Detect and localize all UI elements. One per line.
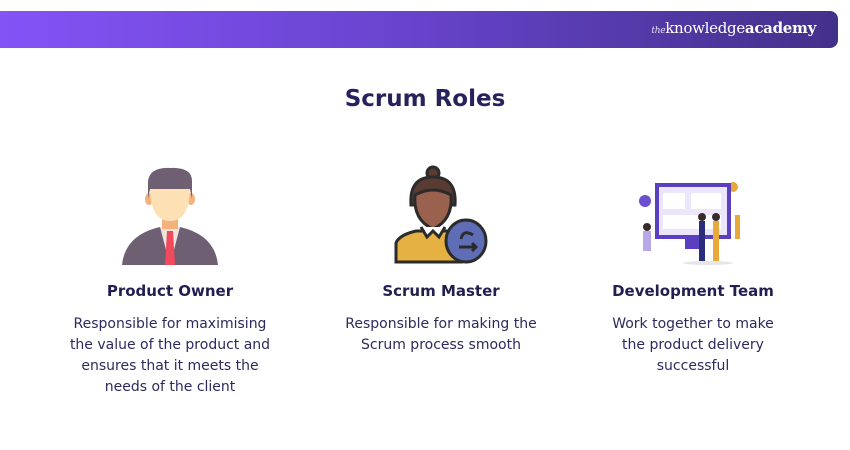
page-title: Scrum Roles xyxy=(344,86,506,112)
development-team-icon xyxy=(568,160,818,265)
logo-knowledge: knowledge xyxy=(665,19,745,37)
logo-the: the xyxy=(651,26,666,36)
role-scrum-master: Scrum Master Responsible for making the … xyxy=(316,160,566,356)
desc-line: ensures that it meets the xyxy=(81,358,259,374)
logo-academy: academy xyxy=(744,19,816,37)
desc-line: Responsible for making the xyxy=(345,316,537,332)
desc-line: successful xyxy=(656,358,730,374)
role-title: Development Team xyxy=(612,282,774,300)
brand-logo: theknowledgeacademy xyxy=(651,19,816,37)
role-description: Responsible for making the Scrum process… xyxy=(316,314,566,356)
desc-line: needs of the client xyxy=(104,379,236,395)
desc-line: the value of the product and xyxy=(69,337,271,353)
desc-line: the product delivery xyxy=(622,337,764,353)
role-title: Scrum Master xyxy=(382,282,500,300)
role-description: Work together to make the product delive… xyxy=(568,314,818,377)
role-title: Product Owner xyxy=(106,282,234,300)
product-owner-icon xyxy=(45,160,295,265)
scrum-master-icon xyxy=(316,160,566,265)
desc-line: Work together to make xyxy=(612,316,774,332)
role-product-owner: Product Owner Responsible for maximising… xyxy=(45,160,295,398)
role-description: Responsible for maximising the value of … xyxy=(45,314,295,398)
role-development-team: Development Team Work together to make t… xyxy=(568,160,818,377)
header-banner: theknowledgeacademy xyxy=(0,11,838,48)
desc-line: Responsible for maximising xyxy=(73,316,267,332)
desc-line: Scrum process smooth xyxy=(361,337,521,353)
